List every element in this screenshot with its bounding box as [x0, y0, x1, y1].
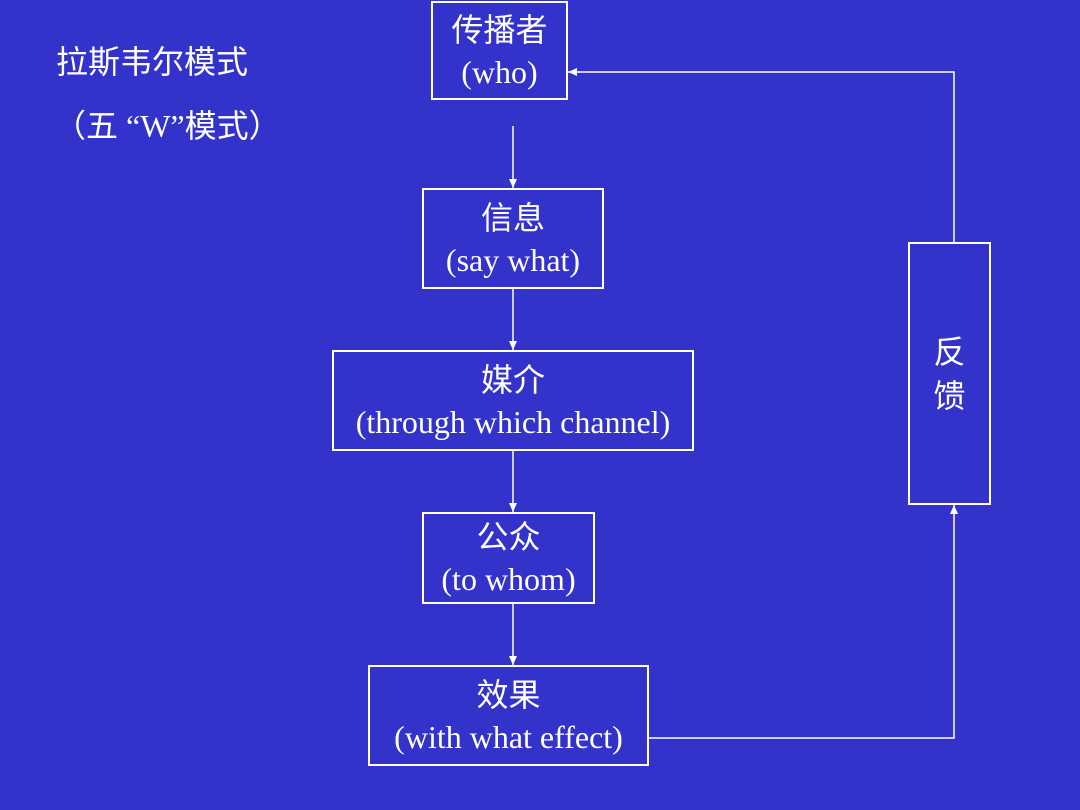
node-medium-zh: 媒介	[480, 361, 545, 398]
node-effect-zh: 效果	[476, 676, 541, 713]
arrow-effect-to-feedback	[649, 728, 955, 739]
node-message-zh: 信息	[480, 199, 545, 236]
node-communicator-en: (who)	[461, 53, 538, 90]
node-communicator-zh: 传播者	[451, 11, 548, 48]
node-effect-en: (with what effect)	[394, 718, 623, 755]
node-audience-en: (to whom)	[441, 561, 576, 597]
node-audience-zh: 公众	[476, 519, 541, 555]
node-message: 信息 (say what)	[422, 188, 604, 289]
node-medium-en: (through which channel)	[355, 403, 671, 440]
node-feedback: 反馈	[908, 242, 991, 505]
node-medium: 媒介 (through which channel)	[332, 350, 694, 451]
node-effect: 效果 (with what effect)	[368, 665, 649, 766]
node-feedback-zh: 反馈	[933, 333, 966, 414]
node-communicator: 传播者 (who)	[431, 1, 568, 100]
node-audience: 公众 (to whom)	[422, 512, 595, 604]
arrow-feedback-to-who	[568, 68, 955, 242]
node-message-en: (say what)	[445, 241, 581, 278]
diagram-subtitle: （五 “W”模式）	[54, 108, 281, 144]
diagram-title: 拉斯韦尔模式	[56, 44, 249, 80]
